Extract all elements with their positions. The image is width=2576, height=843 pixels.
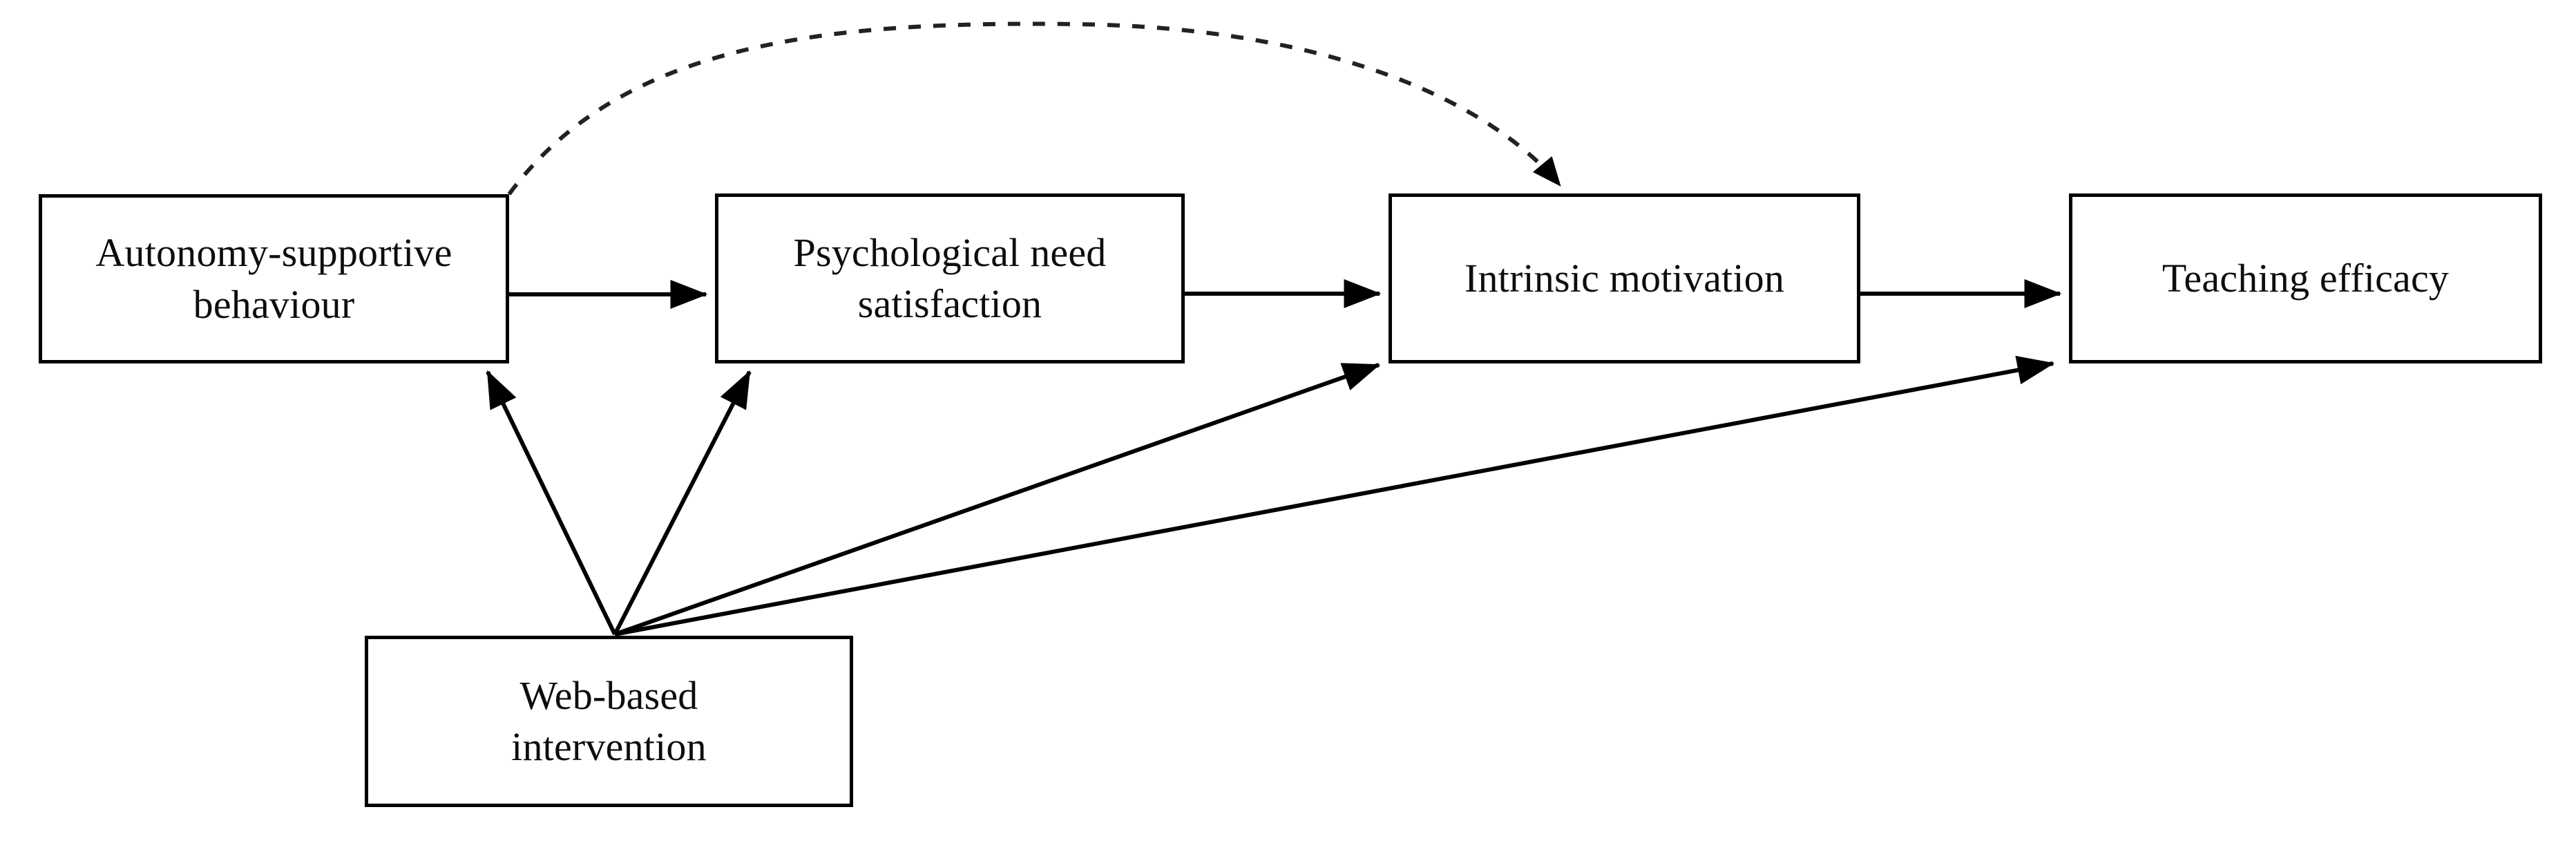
node-intrinsic-motivation: Intrinsic motivation [1389, 193, 1860, 363]
node-web-based-intervention-label: Web-based intervention [511, 672, 707, 769]
edge-webbased-to-intrinsic [614, 363, 1381, 636]
node-psychological-need-satisfaction: Psychological need satisfaction [715, 193, 1185, 363]
edge-webbased-to-psych-need [613, 370, 752, 636]
node-teaching-efficacy-label: Teaching efficacy [2162, 255, 2450, 301]
edge-autonomy-to-intrinsic-dashed [507, 21, 1562, 196]
node-teaching-efficacy: Teaching efficacy [2069, 193, 2542, 363]
node-psychological-need-satisfaction-label: Psychological need satisfaction [793, 229, 1107, 326]
node-autonomy-supportive-behaviour: Autonomy-supportive behaviour [39, 194, 509, 363]
node-intrinsic-motivation-label: Intrinsic motivation [1464, 255, 1785, 301]
edge-webbased-to-teaching [614, 355, 2055, 636]
node-web-based-intervention: Web-based intervention [365, 636, 853, 807]
edge-webbased-to-autonomy [486, 370, 617, 636]
node-autonomy-supportive-behaviour-label: Autonomy-supportive behaviour [95, 230, 452, 327]
